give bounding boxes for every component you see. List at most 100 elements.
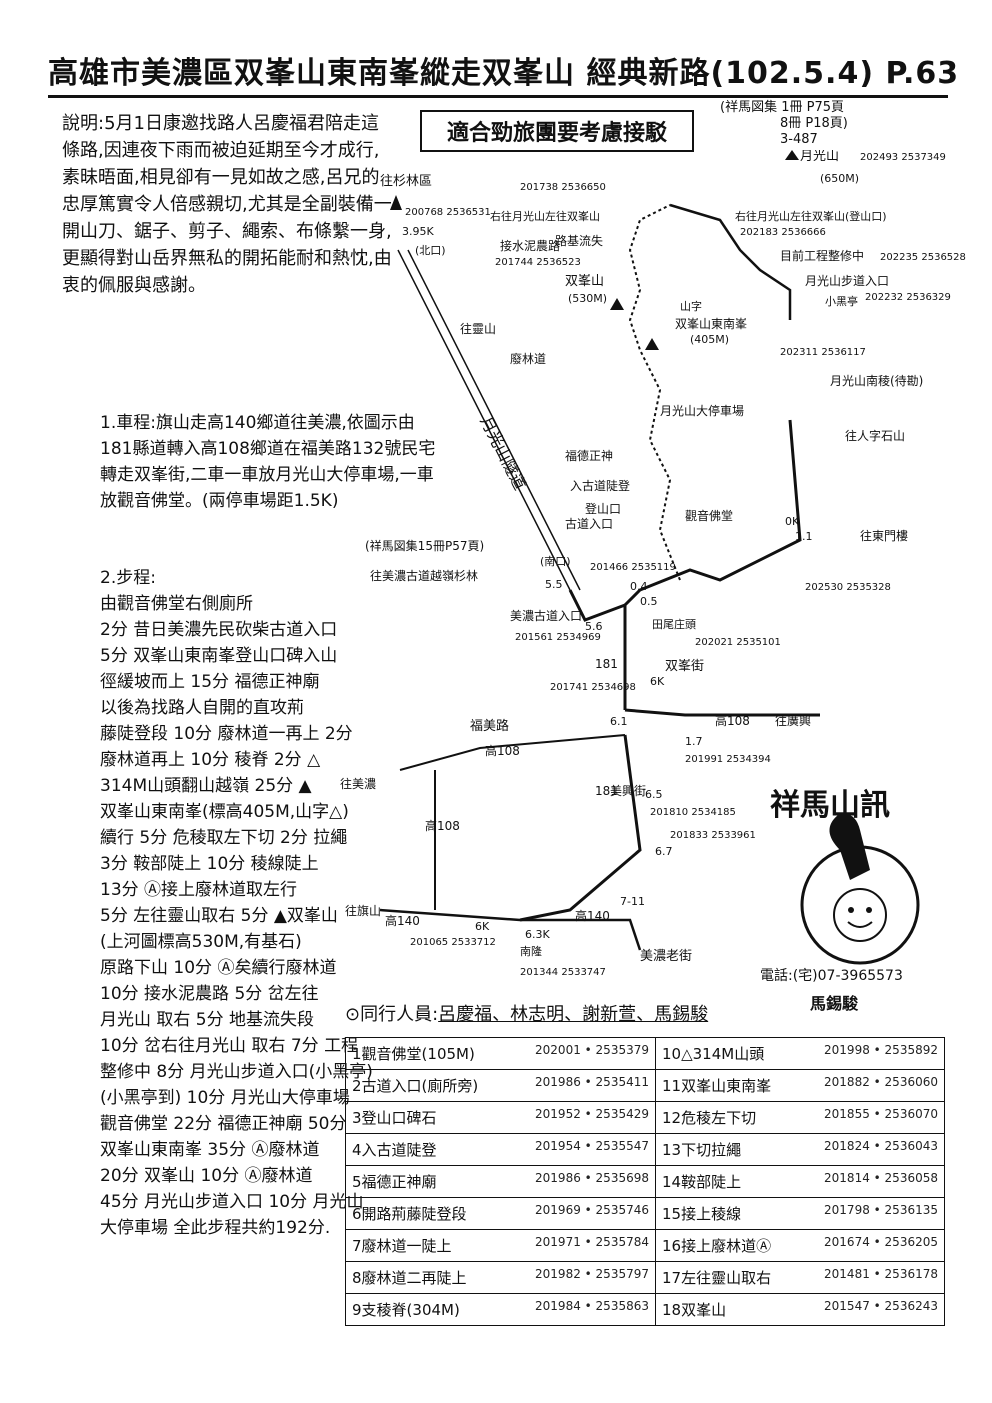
label-fei-lin: 廢林道 [510,351,546,366]
waypoint-name: 16接上廢林道Ⓐ [662,1237,772,1255]
label-wang-shanlin: 往杉林區 [380,174,432,189]
table-row: 9支稜脊(304M) 201984 • 2535863 18双峯山 201547 • … [345,1293,945,1326]
stamp-person: 馬錫駿 [810,994,859,1013]
label-trailhead: 登山口 [585,501,621,516]
waypoint-name: 7廢林道一陡上 [352,1237,452,1255]
label-to-yushi: 往人字石山 [845,428,905,443]
waypoint-name: 18双峯山 [662,1301,727,1319]
step-line: (上河圖標高530M,有基石) [100,932,302,952]
label-ygs-height: (650M) [820,172,859,185]
label-tianwei: 田尾庄頭 [652,617,696,631]
step-line: 双峯山東南峯(標高405M,山字△) [100,802,349,822]
label-coord-c: 201810 2534185 [650,807,736,818]
label-road-break: 路基流失 [555,233,603,248]
label-coord-g: 202530 2535328 [805,582,891,593]
label-k56: 5.6 [585,620,603,633]
waypoint-coord: 201954 • 2535547 [535,1139,649,1153]
waypoint-cell: 9支稜脊(304M) 201984 • 2535863 [345,1293,656,1326]
label-under-construction: 目前工程整修中 [780,248,864,263]
label-coord-h: 202021 2535101 [695,637,781,648]
step-line: 13分 Ⓐ接上廢林道取左行 [100,880,298,900]
step-line: 10分 接水泥農路 5分 岔左往 [100,984,319,1004]
waypoint-coord: 201674 • 2536205 [824,1235,938,1249]
label-guanyin: 觀音佛堂 [685,508,733,523]
waypoint-coord: 201984 • 2535863 [535,1299,649,1313]
label-k6-south: 6K [475,920,490,933]
tunnel-road-right [407,249,581,591]
label-ygs-coord: 202493 2537349 [860,152,946,163]
label-to-dongmen: 往東門樓 [860,528,908,543]
waypoint-name: 4入古道陡登 [352,1141,437,1159]
label-north-mouth: (北口) [415,244,446,257]
label-k61: 6.1 [610,715,628,728]
reference-note: (祥馬図集 1冊 P75頁 8冊 P18頁) 3-487 [720,100,950,148]
label-shuangfeng: 双峯山 [565,274,604,289]
smiley-eye-left [848,907,854,913]
label-shuangfeng-jie: 双峯街 [665,659,704,674]
step-line: (小黑亭到) 10分 月光山大停車場 [100,1088,350,1108]
waypoint-coord: 201982 • 2535797 [535,1267,649,1281]
smiley-mouth [847,921,873,928]
step-line: 以後為找路人自開的直攻荊 [100,698,304,718]
step-line: 續行 5分 危稜取左下切 2分 拉繩 [100,828,348,848]
label-shanlin-road: 往美濃古道越嶺杉林 [370,568,478,583]
waypoint-coord: 201824 • 2536043 [824,1139,938,1153]
step-line: 月光山 取右 5分 地基流失段 [100,1010,315,1030]
step-line: 5分 左往靈山取右 5分 ▲双峯山 [100,906,338,926]
smiley-face-icon [833,888,887,942]
label-ancient-road: 入古道陡登 [570,478,630,493]
label-road108b: 高108 [485,743,520,758]
label-k55: 5.5 [545,578,563,591]
waypoint-coord: 201547 • 2536243 [824,1299,938,1313]
waypoint-name: 3登山口碑石 [352,1109,437,1127]
step-line: 3分 鞍部陡上 10分 稜線陡上 [100,854,319,874]
step-line: 徑緩坡而上 15分 福德正神廟 [100,672,320,692]
step-line: 觀音佛堂 22分 福德正神廟 50分 [100,1114,347,1134]
waypoint-name: 9支稜脊(304M) [352,1301,460,1319]
road-108-east [624,708,820,717]
label-old-street: 美濃老街 [640,949,692,964]
label-coord-n: 202232 2536329 [865,292,951,303]
label-road140b: 高140 [575,908,610,923]
route-map: 往杉林區 200768 2536531 3.95K (北口) 月光山隧道 201… [340,150,966,978]
waypoint-coord: 201971 • 2535784 [535,1235,649,1249]
waypoint-name: 15接上稜線 [662,1205,742,1223]
waypoint-coord: 201855 • 2536070 [824,1107,938,1121]
label-to-ygs-right: 右往月光山左往双峯山(登山口) [735,209,887,223]
description-heading: 說明: [62,113,105,134]
waypoint-coord: 201986 • 2535698 [535,1171,649,1185]
label-south-ridge: 月光山南稜(待勘) [830,373,923,388]
description-text: 5月1日康邀找路人呂慶福君陪走這條路,因連夜下雨而被迫延期至今才成行,素昧晤面,… [62,113,392,296]
waypoint-name: 12危稜左下切 [662,1109,757,1127]
waypoint-coord: 201882 • 2536060 [824,1075,938,1089]
smiley-eye-right [866,907,872,913]
waypoint-name: 2古道入口(廁所旁) [352,1077,479,1095]
label-coord-l: 201744 2536523 [495,257,581,268]
step-line: 大停車場 全此步程共約192分. [100,1218,331,1238]
steps-heading: 2.步程: [100,568,156,588]
label-to-qishan: 往旗山 [345,903,381,918]
waypoint-coord: 202001 • 2535379 [535,1043,649,1057]
step-line: 2分 昔日美濃先民砍柴古道入口 [100,620,338,640]
label-k395: 3.95K [402,225,434,238]
label-coord-north: 200768 2536531 [405,207,491,218]
label-south-mouth: (南口) [540,555,571,568]
members-label: ⊙同行人員: [345,1004,439,1025]
drive-text: 旗山走高140鄉道往美濃,依圖示由181縣道轉入高108鄉道在福美路132號民宅… [100,413,436,511]
label-road108a: 高108 [715,713,750,728]
meixing-street [519,734,642,922]
farm-road [669,203,792,320]
label-road140a: 高140 [385,913,420,928]
waypoint-cell: 1觀音佛堂(105M)202001 • 2535379 [345,1037,656,1070]
